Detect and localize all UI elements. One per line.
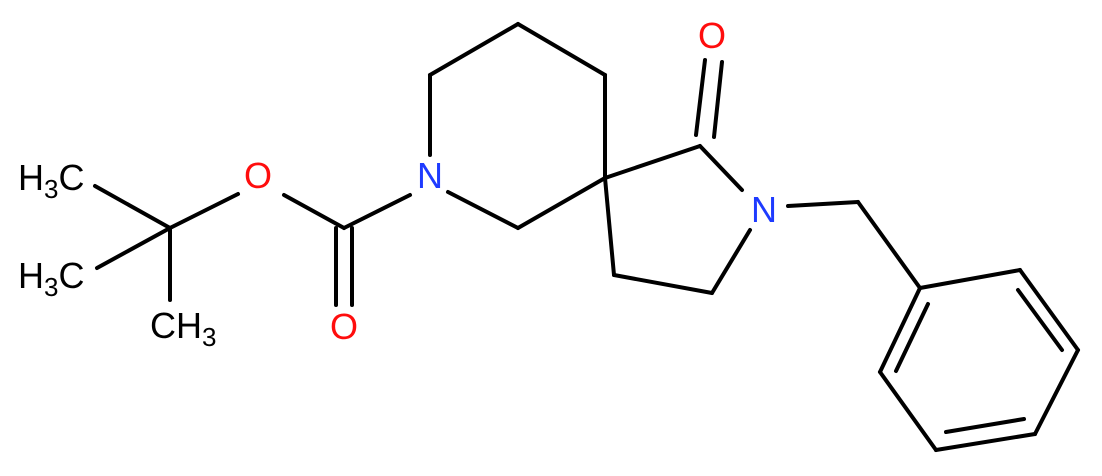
bond bbox=[603, 144, 702, 180]
bond bbox=[694, 58, 707, 137]
methyl-label-middle: H3C bbox=[18, 255, 84, 302]
bond bbox=[446, 190, 520, 230]
atom-o-carbonyl: O bbox=[330, 306, 358, 347]
bond bbox=[342, 193, 412, 230]
methyl-label-lower: CH3 bbox=[150, 305, 216, 352]
atom-n7: N bbox=[417, 155, 443, 196]
atom-labels: N N O O O H3C H3C CH3 bbox=[18, 15, 777, 352]
atom-n2: N bbox=[751, 189, 777, 230]
bond bbox=[95, 226, 172, 270]
atom-o-lactam: O bbox=[698, 15, 726, 56]
bond bbox=[168, 192, 240, 230]
bond bbox=[282, 193, 346, 230]
bond bbox=[1016, 288, 1064, 352]
atom-o-ester: O bbox=[244, 155, 272, 196]
bond bbox=[786, 200, 860, 208]
bond bbox=[944, 417, 1026, 434]
bond bbox=[428, 22, 520, 77]
bond bbox=[878, 370, 938, 452]
bond bbox=[603, 176, 616, 277]
bond bbox=[934, 432, 1037, 452]
bond bbox=[918, 268, 1022, 290]
bond bbox=[93, 184, 172, 230]
bond bbox=[878, 286, 922, 374]
bond bbox=[710, 228, 752, 295]
bond bbox=[856, 200, 922, 290]
bond bbox=[516, 176, 607, 230]
bond bbox=[1018, 268, 1080, 352]
bond bbox=[612, 273, 714, 295]
methyl-label-upper: H3C bbox=[18, 157, 84, 204]
bond bbox=[1033, 348, 1080, 436]
bond bbox=[698, 144, 744, 192]
bond bbox=[516, 22, 607, 77]
bonds bbox=[93, 22, 1080, 452]
bond bbox=[712, 60, 724, 139]
bond bbox=[894, 302, 930, 373]
